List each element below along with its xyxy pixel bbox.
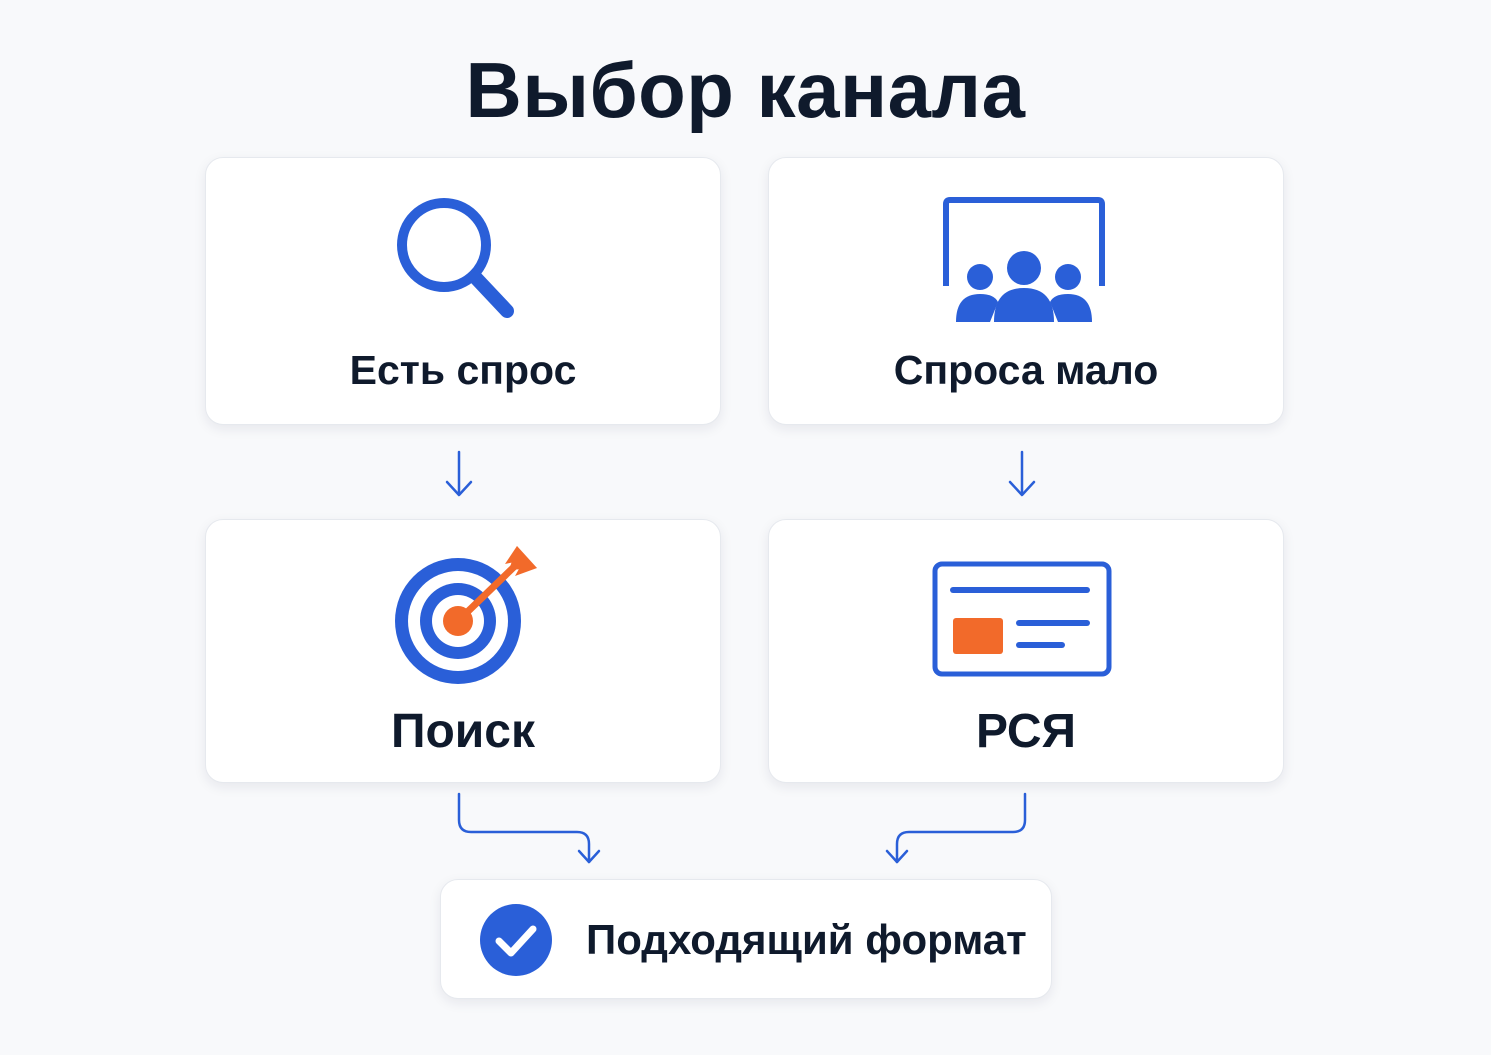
arrow-down-right-icon bbox=[1008, 450, 1036, 497]
card-result: Подходящий формат bbox=[440, 879, 1052, 999]
result-label: Подходящий формат bbox=[586, 916, 1027, 963]
card-search: Поиск bbox=[205, 519, 721, 783]
card-label-low-demand: Спроса мало bbox=[893, 347, 1159, 393]
card-demand-exists: Есть спрос bbox=[205, 157, 721, 425]
ad-banner-icon bbox=[932, 561, 1112, 677]
card-label-demand-exists: Есть спрос bbox=[349, 347, 577, 393]
target-icon bbox=[395, 546, 537, 684]
connector-left-to-result bbox=[457, 792, 601, 864]
connector-right-to-result bbox=[885, 792, 1027, 864]
card-label-search: Поиск bbox=[390, 705, 536, 758]
diagram-title: Выбор канала bbox=[465, 46, 1026, 134]
search-icon bbox=[397, 198, 514, 318]
card-rsya: РСЯ bbox=[768, 519, 1284, 783]
check-circle-icon bbox=[480, 904, 552, 976]
audience-screen-icon bbox=[943, 197, 1105, 322]
arrow-down-left-icon bbox=[445, 450, 473, 497]
card-label-rsya: РСЯ bbox=[976, 705, 1076, 758]
card-low-demand: Спроса мало bbox=[768, 157, 1284, 425]
